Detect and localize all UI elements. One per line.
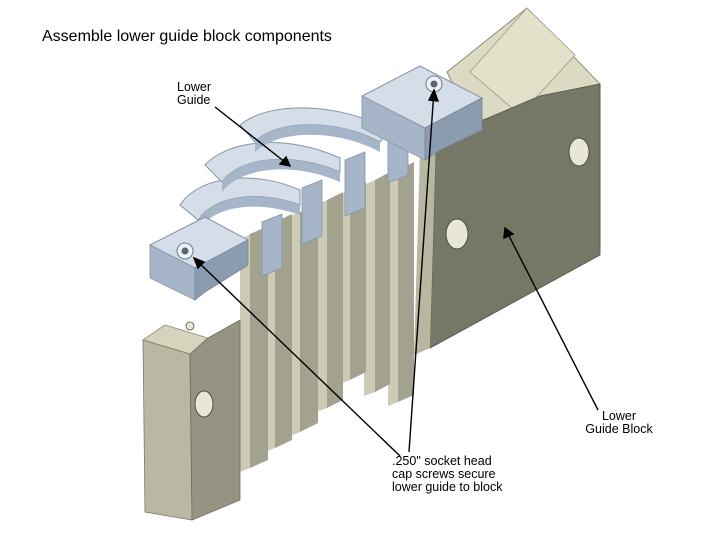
callout-lower-guide-line2: Guide	[177, 93, 211, 107]
callout-screws-line3: lower guide to block	[392, 480, 503, 494]
callout-lower-guide: Lower Guide	[177, 81, 211, 107]
leader-screw-front	[193, 257, 401, 457]
callout-cap-screws: .250" socket head cap screws secure lowe…	[392, 455, 502, 494]
front-block-small-hole	[185, 321, 195, 331]
front-block-side	[189, 319, 241, 521]
callout-lower-guide-block: Lower Guide Block	[560, 410, 678, 436]
block-upper-ledge	[469, 7, 576, 116]
block-hole-upper	[568, 137, 590, 167]
page-title: Assemble lower guide block components	[42, 28, 332, 45]
callout-block-line1: Lower	[601, 409, 637, 423]
front-block-front	[142, 339, 193, 521]
comb-fins	[240, 162, 414, 472]
front-block-hole	[194, 390, 214, 418]
leader-block	[504, 227, 599, 411]
callout-block-line2: Guide Block	[585, 422, 653, 436]
block-hole-lower	[445, 218, 469, 250]
lower-guide	[148, 65, 484, 301]
leader-lower-guide	[214, 106, 291, 167]
leader-screw-rear	[408, 89, 435, 453]
callout-screws-line1: .250" socket head	[392, 454, 492, 468]
leader-lines	[192, 88, 599, 457]
callout-screws-line2: cap screws secure	[392, 467, 496, 481]
callout-lower-guide-line1: Lower	[177, 80, 212, 94]
